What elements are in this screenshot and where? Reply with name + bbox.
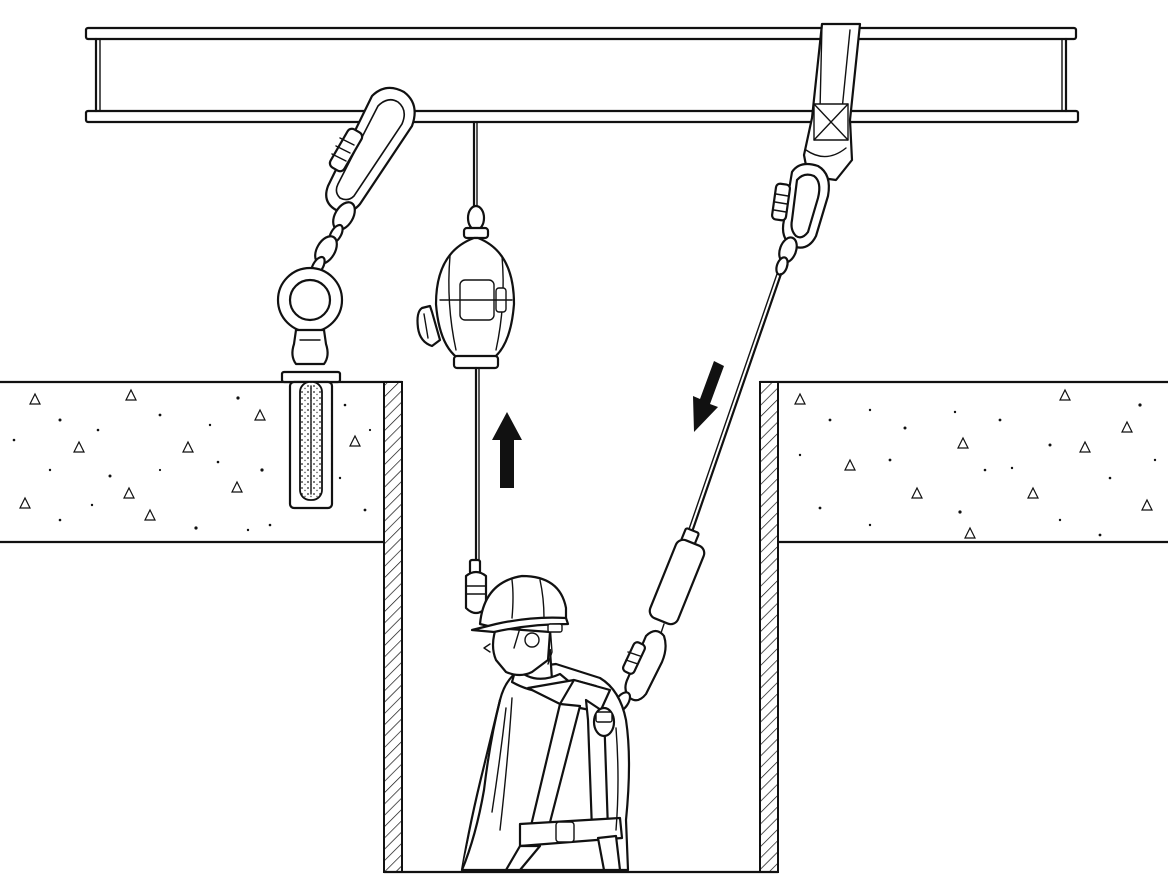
sling-carabiner [770, 162, 830, 276]
anchor-chain [310, 201, 356, 277]
worker [460, 574, 631, 872]
concrete-slab-right [758, 380, 1168, 544]
concrete-slab-left [0, 380, 404, 544]
descent-arrow [693, 361, 724, 432]
retract-arrow [492, 412, 522, 488]
anchor-carabiner [325, 86, 416, 214]
retractable-lifeline [416, 120, 516, 615]
shock-absorbing-lanyard [648, 272, 783, 637]
anchor-sling [802, 22, 862, 182]
confined-space-opening [382, 381, 780, 874]
i-beam [84, 26, 1080, 124]
anchor-bolt [276, 266, 344, 510]
